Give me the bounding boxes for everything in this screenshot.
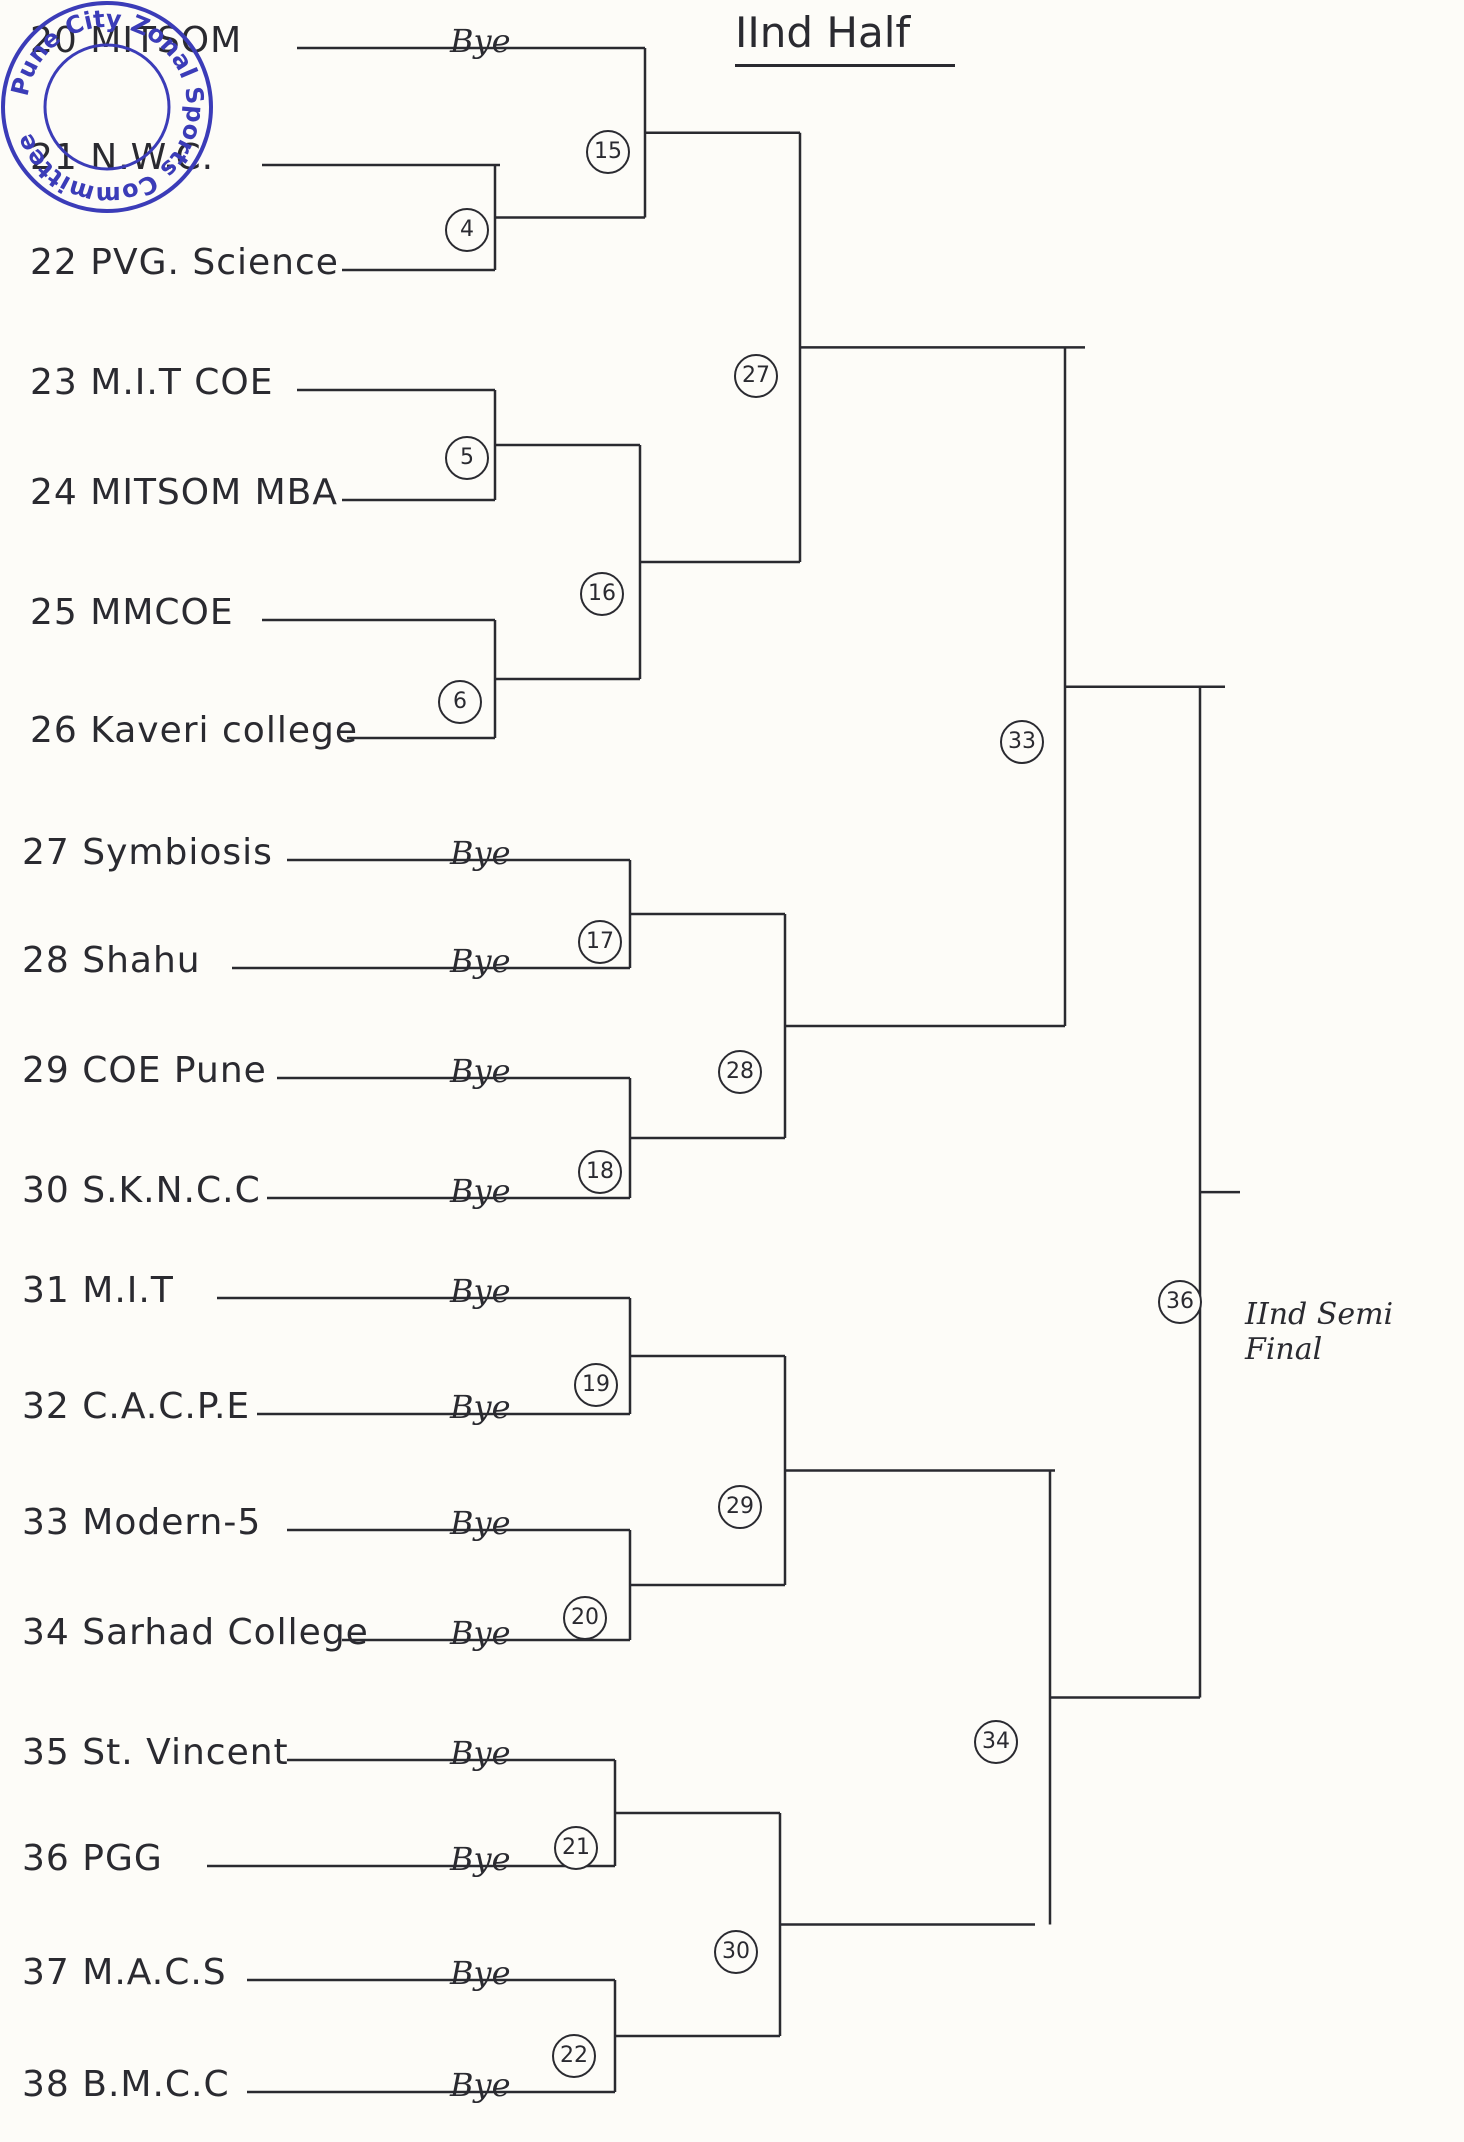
team-number: 22 xyxy=(30,242,91,283)
team-name: PVG. Science xyxy=(90,242,339,283)
team-entry: 38 B.M.C.C xyxy=(22,2064,230,2105)
team-number: 30 xyxy=(22,1170,83,1211)
page-title: IInd Half xyxy=(735,8,955,67)
match-number-circle: 19 xyxy=(574,1363,618,1407)
team-number: 29 xyxy=(22,1050,83,1091)
team-name: Modern-5 xyxy=(82,1502,262,1543)
team-entry: 22 PVG. Science xyxy=(30,242,339,283)
team-name: Symbiosis xyxy=(82,832,273,873)
team-number: 28 xyxy=(22,940,83,981)
bye-label: Bye xyxy=(450,1388,511,1426)
match-number-circle: 6 xyxy=(438,680,482,724)
match-number-circle: 20 xyxy=(563,1596,607,1640)
team-number: 25 xyxy=(30,592,91,633)
bye-label: Bye xyxy=(450,1052,511,1090)
team-number: 27 xyxy=(22,832,83,873)
match-number-circle: 17 xyxy=(578,920,622,964)
match-number-circle: 29 xyxy=(718,1485,762,1529)
title-underline xyxy=(735,64,955,67)
team-number: 24 xyxy=(30,472,91,513)
match-number-circle: 4 xyxy=(445,208,489,252)
match-number-circle: 16 xyxy=(580,572,624,616)
match-number-circle: 33 xyxy=(1000,720,1044,764)
team-entry: 24 MITSOM MBA xyxy=(30,472,338,513)
team-name: COE Pune xyxy=(82,1050,267,1091)
team-name: M.A.C.S xyxy=(82,1952,227,1993)
team-entry: 35 St. Vincent xyxy=(22,1732,289,1773)
team-name: St. Vincent xyxy=(82,1732,289,1773)
team-number: 36 xyxy=(22,1838,83,1879)
team-entry: 21 N.W.C. xyxy=(30,137,214,178)
title-text: IInd Half xyxy=(735,8,911,57)
bye-label: Bye xyxy=(450,1840,511,1878)
match-number-circle: 5 xyxy=(445,436,489,480)
team-entry: 26 Kaveri college xyxy=(30,710,358,751)
bye-label: Bye xyxy=(450,22,511,60)
team-entry: 32 C.A.C.P.E xyxy=(22,1386,250,1427)
team-entry: 28 Shahu xyxy=(22,940,201,981)
team-entry: 25 MMCOE xyxy=(30,592,234,633)
team-number: 23 xyxy=(30,362,91,403)
team-name: C.A.C.P.E xyxy=(82,1386,251,1427)
bye-label: Bye xyxy=(450,1734,511,1772)
bye-label: Bye xyxy=(450,1172,511,1210)
team-entry: 34 Sarhad College xyxy=(22,1612,369,1653)
team-number: 37 xyxy=(22,1952,83,1993)
team-name: S.K.N.C.C xyxy=(82,1170,261,1211)
team-entry: 31 M.I.T xyxy=(22,1270,174,1311)
team-name: MMCOE xyxy=(90,592,234,633)
match-number-circle: 36 xyxy=(1158,1280,1202,1324)
match-number-circle: 22 xyxy=(552,2034,596,2078)
bye-label: Bye xyxy=(450,1954,511,1992)
team-number: 38 xyxy=(22,2064,83,2105)
team-number: 31 xyxy=(22,1270,83,1311)
team-entry: 23 M.I.T COE xyxy=(30,362,273,403)
match-number-circle: 28 xyxy=(718,1050,762,1094)
bye-label: Bye xyxy=(450,1504,511,1542)
bye-label: Bye xyxy=(450,942,511,980)
team-entry: 30 S.K.N.C.C xyxy=(22,1170,261,1211)
team-name: Shahu xyxy=(82,940,201,981)
semifinal-label: IInd Semi Final xyxy=(1245,1297,1394,1367)
match-number-circle: 18 xyxy=(578,1150,622,1194)
team-name: MITSOM xyxy=(90,20,243,61)
team-entry: 37 M.A.C.S xyxy=(22,1952,227,1993)
team-name: MITSOM MBA xyxy=(90,472,339,513)
team-number: 32 xyxy=(22,1386,83,1427)
bye-label: Bye xyxy=(450,834,511,872)
bye-label: Bye xyxy=(450,1272,511,1310)
team-name: M.I.T COE xyxy=(90,362,274,403)
match-number-circle: 27 xyxy=(734,354,778,398)
team-number: 33 xyxy=(22,1502,83,1543)
team-entry: 29 COE Pune xyxy=(22,1050,267,1091)
match-number-circle: 21 xyxy=(554,1826,598,1870)
team-entry: 27 Symbiosis xyxy=(22,832,273,873)
team-entry: 36 PGG xyxy=(22,1838,163,1879)
team-name: Sarhad College xyxy=(82,1612,369,1653)
team-name: B.M.C.C xyxy=(82,2064,230,2105)
team-entry: 33 Modern-5 xyxy=(22,1502,261,1543)
bye-label: Bye xyxy=(450,2066,511,2104)
team-name: M.I.T xyxy=(82,1270,174,1311)
team-entry: 20 MITSOM xyxy=(30,20,242,61)
match-number-circle: 30 xyxy=(714,1930,758,1974)
match-number-circle: 15 xyxy=(586,130,630,174)
team-name: N.W.C. xyxy=(90,137,215,178)
team-number: 35 xyxy=(22,1732,83,1773)
svg-text:Pune City Zonal Sports Committ: Pune City Zonal Sports Committee xyxy=(6,5,210,209)
committee-stamp: Pune City Zonal Sports Committee xyxy=(1,1,213,213)
team-name: PGG xyxy=(82,1838,163,1879)
team-number: 26 xyxy=(30,710,91,751)
match-number-circle: 34 xyxy=(974,1720,1018,1764)
team-name: Kaveri college xyxy=(90,710,358,751)
bye-label: Bye xyxy=(450,1614,511,1652)
team-number: 34 xyxy=(22,1612,83,1653)
